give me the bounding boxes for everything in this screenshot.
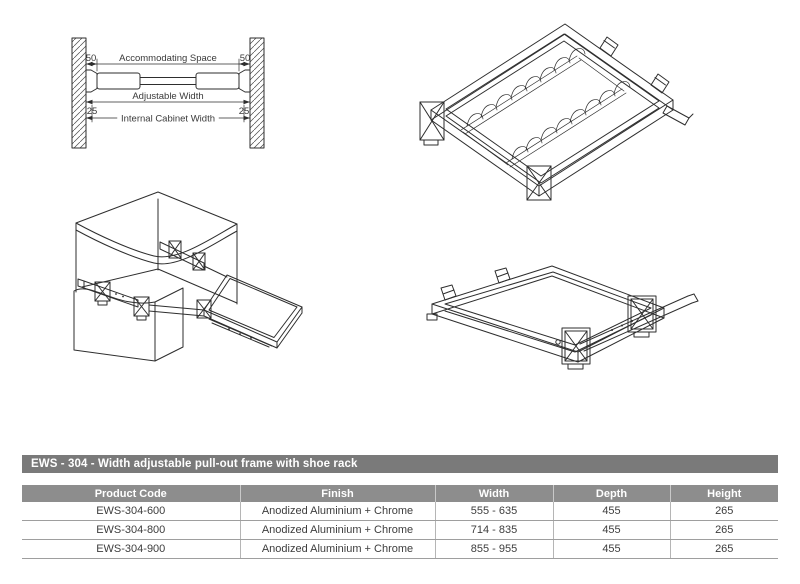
col-header-finish: Finish xyxy=(239,485,435,502)
cell-width: 855 - 955 xyxy=(434,539,553,559)
cell-depth: 455 xyxy=(552,520,670,540)
cell-product-code: EWS-304-800 xyxy=(22,520,240,540)
telescopic-rod xyxy=(85,69,251,93)
dim-right-inset: 25 xyxy=(239,106,250,117)
wall-rails xyxy=(77,240,228,321)
col-header-depth: Depth xyxy=(552,485,670,502)
product-spec-table: Product Code Finish Width Depth Height E… xyxy=(22,485,778,559)
cell-width: 714 - 835 xyxy=(434,520,553,540)
telescopic-slide-rail xyxy=(579,293,699,352)
right-wall xyxy=(249,37,265,149)
table-row: EWS-304-800 Anodized Aluminium + Chrome … xyxy=(22,520,778,540)
table-row: EWS-304-900 Anodized Aluminium + Chrome … xyxy=(22,539,778,559)
mounting-tabs xyxy=(440,267,511,301)
cell-height: 265 xyxy=(669,539,778,559)
left-wall xyxy=(71,37,87,149)
corner-brackets xyxy=(419,101,552,201)
cell-height: 265 xyxy=(669,520,778,540)
product-title: EWS - 304 - Width adjustable pull-out fr… xyxy=(31,458,358,470)
dimension-lines xyxy=(85,58,251,123)
dim-left-gap: 50 xyxy=(86,53,97,64)
dim-right-gap: 50 xyxy=(240,53,251,64)
table-header-row: Product Code Finish Width Depth Height xyxy=(22,485,778,502)
product-title-bar: EWS - 304 - Width adjustable pull-out fr… xyxy=(22,455,778,473)
cabinet-pullout-drawing xyxy=(73,191,303,362)
cell-width: 555 - 635 xyxy=(434,502,553,521)
dim-label-adjustable-width: Adjustable Width xyxy=(132,91,203,102)
cell-finish: Anodized Aluminium + Chrome xyxy=(239,502,435,521)
col-header-product-code: Product Code xyxy=(22,485,240,502)
corner-brackets xyxy=(426,295,657,370)
dim-left-inset: 25 xyxy=(87,106,98,117)
table-row: EWS-304-600 Anodized Aluminium + Chrome … xyxy=(22,502,778,521)
cell-product-code: EWS-304-900 xyxy=(22,539,240,559)
adjustable-frame-drawing xyxy=(426,265,699,370)
cell-product-code: EWS-304-600 xyxy=(22,502,240,521)
col-header-width: Width xyxy=(434,485,553,502)
dim-label-internal-cabinet-width: Internal Cabinet Width xyxy=(121,114,215,125)
dim-label-accommodating-space: Accommodating Space xyxy=(119,53,217,64)
cabinet-walls xyxy=(71,37,265,149)
cell-depth: 455 xyxy=(552,539,670,559)
cell-finish: Anodized Aluminium + Chrome xyxy=(239,520,435,540)
col-header-height: Height xyxy=(669,485,778,502)
cell-finish: Anodized Aluminium + Chrome xyxy=(239,539,435,559)
cell-height: 265 xyxy=(669,502,778,521)
frame-rim xyxy=(430,23,674,197)
cell-depth: 455 xyxy=(552,502,670,521)
shoe-rack-frame-isometric-drawing xyxy=(419,23,694,201)
extended-frame xyxy=(196,274,303,349)
slide-rail-stub xyxy=(662,105,694,126)
shoe-rack-wires xyxy=(460,48,631,168)
cabinet-carcass xyxy=(73,191,238,362)
mounting-tabs xyxy=(599,36,670,94)
frame-rim xyxy=(431,265,665,363)
width-installation-diagram: 50 50 Accommodating Space Adjustable Wid… xyxy=(71,37,265,149)
